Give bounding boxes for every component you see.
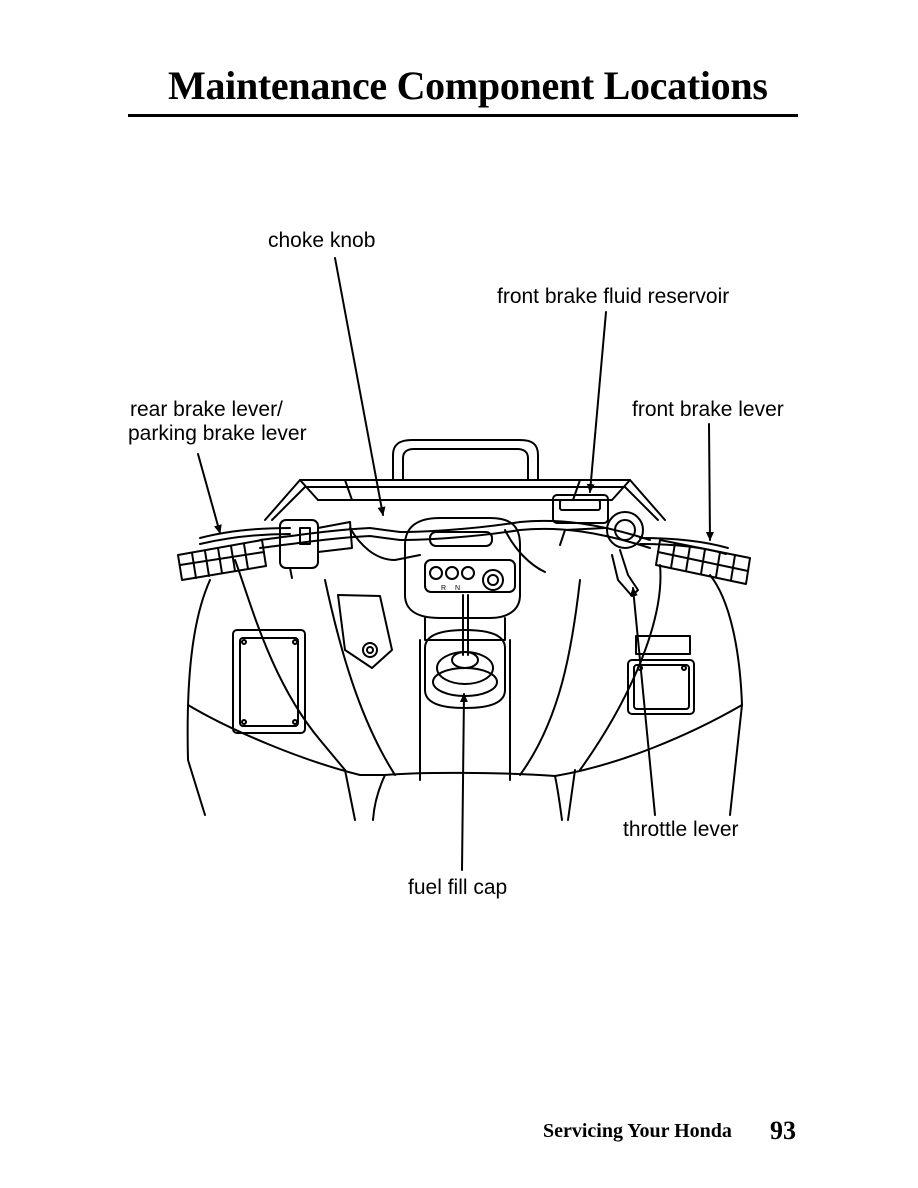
- throttle-lever-label: throttle lever: [623, 818, 739, 841]
- page-title: Maintenance Component Locations: [168, 63, 768, 108]
- left-switch-housing: [279, 519, 353, 579]
- front-brake-lever-leader: [705, 423, 714, 541]
- fuel-fill-cap-label: fuel fill cap: [408, 876, 508, 899]
- fuel-tank-cap: [424, 594, 506, 709]
- indicator-label-r: R: [441, 585, 446, 592]
- front-rack: [264, 439, 666, 521]
- choke-knob-body: [362, 642, 378, 658]
- left-tank-panel: [337, 594, 393, 669]
- right-side-panel: [627, 635, 695, 715]
- choke-knob-leader: [334, 257, 386, 516]
- front-brake-fluid-reservoir-label: front brake fluid reservoir: [497, 285, 730, 308]
- rear-brake-lever-leader: [197, 453, 222, 534]
- front-brake-fluid-reservoir-leader: [586, 311, 607, 493]
- choke-knob-label: choke knob: [268, 229, 376, 252]
- right-grip: [655, 539, 751, 585]
- parking-brake-lever-label: parking brake lever: [128, 422, 307, 445]
- fuel-fill-cap-leader: [459, 693, 468, 871]
- title-divider: [128, 114, 798, 117]
- throttle-lever-leader: [629, 587, 656, 816]
- rear-brake-lever-label: rear brake lever/: [130, 398, 283, 421]
- atv-body-outline: [186, 559, 743, 821]
- front-brake-lever-shape: [639, 537, 729, 549]
- left-grip: [177, 539, 267, 581]
- front-brake-lever-label: front brake lever: [632, 398, 784, 421]
- left-side-panel: [232, 629, 306, 734]
- footer-section-title: Servicing Your Honda: [543, 1120, 732, 1142]
- indicator-label-n: N: [455, 585, 460, 592]
- rear-brake-lever-shape: [199, 527, 291, 539]
- front-brake-master-cylinder: [552, 494, 644, 549]
- page-number: 93: [770, 1116, 796, 1145]
